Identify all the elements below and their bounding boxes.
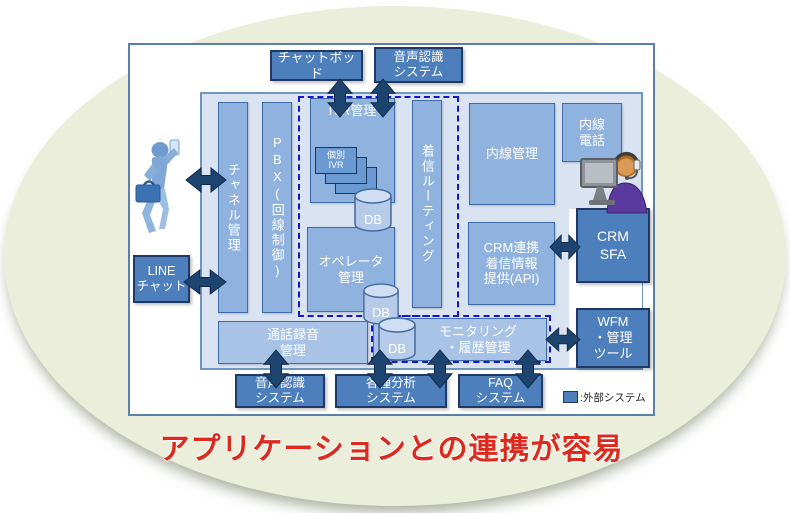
individual-ivr-label: 個別 IVR bbox=[326, 149, 345, 170]
operator-headset-icon bbox=[580, 151, 648, 214]
db-cylinder-monitoring: DB bbox=[377, 317, 417, 361]
box-voice-recognition-top: 音声認識 システム bbox=[374, 47, 463, 83]
operator-management-label: オペレータ管理 bbox=[318, 253, 384, 285]
arrow-recording-voice-bottom bbox=[262, 349, 290, 389]
incoming-routing-label: 着信ルーティング bbox=[419, 144, 435, 264]
faq-system-label: FAQ システム bbox=[475, 375, 526, 405]
arrow-voice-top-ivr bbox=[369, 78, 397, 118]
pbx-label: PBX(回線制御) bbox=[269, 135, 285, 280]
box-extension-management: 内線管理 bbox=[469, 103, 555, 205]
arrow-customer-channel bbox=[185, 166, 227, 194]
channel-management-label: チャネル管理 bbox=[225, 162, 241, 253]
box-channel-management: チャネル管理 bbox=[218, 102, 248, 313]
box-incoming-routing: 着信ルーティング bbox=[412, 100, 442, 308]
line-chat-label: LINE チャット bbox=[136, 263, 187, 293]
box-call-recording: 通話録音 管理 bbox=[218, 321, 368, 364]
extension-management-label: 内線管理 bbox=[485, 146, 538, 162]
voice-recognition-top-label: 音声認識 システム bbox=[393, 49, 444, 79]
legend-external-system-swatch bbox=[563, 391, 578, 403]
arrow-monitoring-analysis bbox=[426, 349, 454, 389]
box-chatbot: チャットボッド bbox=[270, 50, 363, 81]
box-pbx: PBX(回線制御) bbox=[262, 102, 292, 313]
individual-ivr-front: 個別 IVR bbox=[315, 147, 357, 174]
monitoring-label: モニタリング ・履歴管理 bbox=[438, 323, 517, 355]
headline-text: アプリケーションとの連携が容易 bbox=[159, 433, 624, 466]
db-label: DB bbox=[363, 212, 383, 227]
arrow-chatbot-ivr bbox=[326, 78, 354, 118]
box-line-chat: LINE チャット bbox=[133, 255, 190, 303]
db-label: DB bbox=[387, 341, 407, 356]
box-crm-sfa: CRM SFA bbox=[576, 208, 650, 283]
arrow-monitoring-faq bbox=[514, 349, 542, 389]
arrow-monitoring-wfm bbox=[545, 326, 581, 353]
db-cylinder-ivr: DB bbox=[353, 188, 393, 232]
crm-sfa-label: CRM SFA bbox=[597, 228, 629, 262]
extension-phone-label: 内線 電話 bbox=[578, 116, 605, 148]
legend-label: :外部システム bbox=[580, 392, 646, 404]
box-wfm-tool: WFM ・管理 ツール bbox=[576, 308, 650, 368]
customer-with-phone-icon bbox=[135, 139, 180, 233]
crm-api-label: CRM連携 着信情報 提供(API) bbox=[483, 240, 540, 287]
arrow-db-analysis bbox=[366, 349, 394, 389]
db-cylinder-icon bbox=[354, 188, 392, 232]
arrow-crm-api-crm-sfa bbox=[549, 233, 581, 261]
call-recording-label: 通話録音 管理 bbox=[266, 326, 319, 358]
arrow-line-chat-channel bbox=[183, 268, 227, 296]
wfm-tool-label: WFM ・管理 ツール bbox=[593, 314, 633, 361]
chatbot-label: チャットボッド bbox=[277, 49, 356, 81]
box-crm-api: CRM連携 着信情報 提供(API) bbox=[468, 222, 555, 305]
